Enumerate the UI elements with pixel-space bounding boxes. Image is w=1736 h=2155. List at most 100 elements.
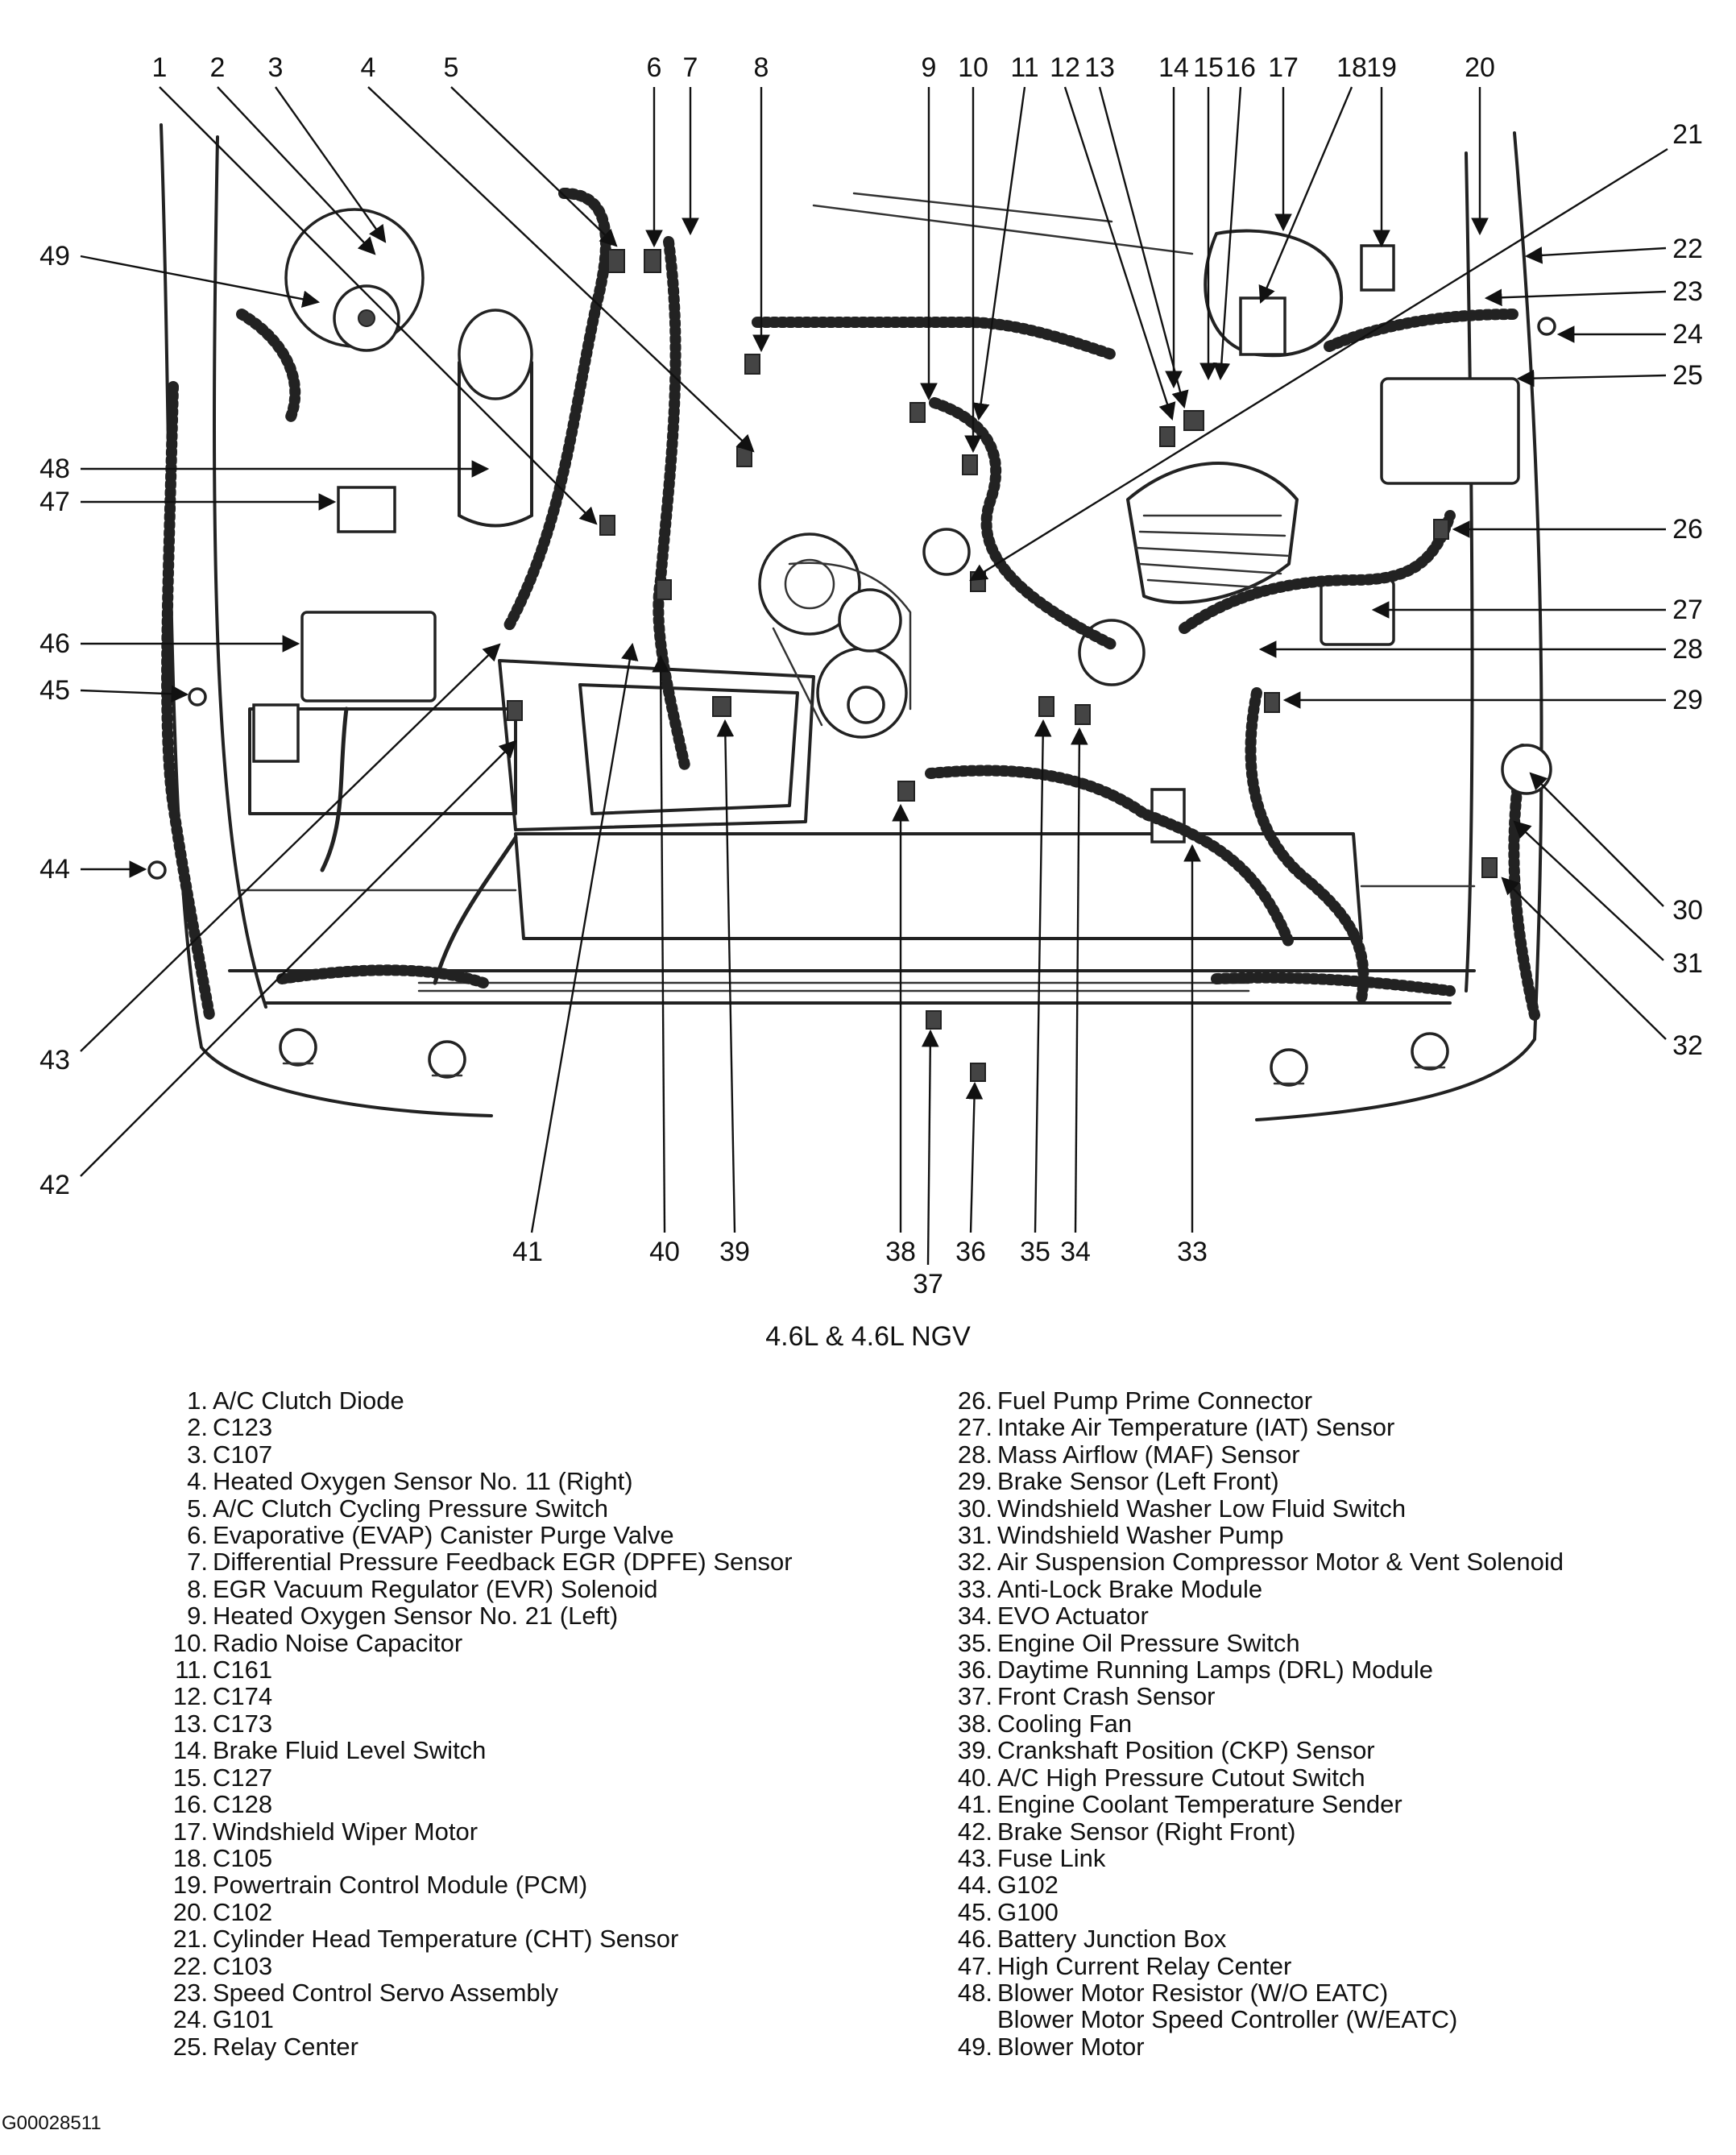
- legend-item-text: Engine Oil Pressure Switch: [997, 1628, 1300, 1657]
- legend-item: 18.C105: [158, 1845, 793, 1872]
- legend-item-number: 21.: [172, 1925, 208, 1954]
- legend-item-number: 6.: [187, 1521, 208, 1550]
- callout-5: 5: [444, 52, 459, 83]
- legend-item-text: Windshield Washer Pump: [997, 1521, 1284, 1550]
- legend-item: 15.C127: [158, 1763, 793, 1792]
- legend-item-text: C103: [213, 1951, 273, 1980]
- legend-item-number: 10.: [172, 1628, 208, 1657]
- legend-item-number: 2.: [187, 1413, 208, 1442]
- callout-32: 32: [1672, 1030, 1703, 1061]
- legend-item-text: C174: [213, 1682, 273, 1711]
- callout-35: 35: [1020, 1237, 1050, 1267]
- legend-item: 20.C102: [158, 1897, 793, 1926]
- callout-16: 16: [1225, 52, 1256, 83]
- legend-item: 28.Mass Airflow (MAF) Sensor: [943, 1440, 1564, 1469]
- legend-item-number: 16.: [172, 1790, 208, 1819]
- legend-item-number: 22.: [172, 1951, 208, 1980]
- legend-item-number: 4.: [187, 1467, 208, 1496]
- legend-item: 39.Crankshaft Position (CKP) Sensor: [943, 1736, 1564, 1765]
- legend-item: 26.Fuel Pump Prime Connector: [943, 1387, 1564, 1415]
- legend-item-text: EGR Vacuum Regulator (EVR) Solenoid: [213, 1574, 658, 1603]
- legend-item: 44.G102: [943, 1871, 1564, 1899]
- legend-item-text: Windshield Washer Low Fluid Switch: [997, 1494, 1407, 1523]
- callout-10: 10: [958, 52, 988, 83]
- legend-item-number: 42.: [957, 1817, 992, 1846]
- legend-item-text: Blower Motor Resistor (W/O EATC): [997, 1978, 1389, 2007]
- legend-item-number: 45.: [957, 1897, 992, 1926]
- legend-item-text: Intake Air Temperature (IAT) Sensor: [997, 1413, 1395, 1442]
- legend-item-text: Daytime Running Lamps (DRL) Module: [997, 1656, 1434, 1685]
- legend-item-number: 41.: [957, 1790, 992, 1819]
- callout-42: 42: [39, 1170, 70, 1200]
- legend-item: 31.Windshield Washer Pump: [943, 1521, 1564, 1550]
- legend-item: 14.Brake Fluid Level Switch: [158, 1736, 793, 1765]
- legend-item-text: Cooling Fan: [997, 1709, 1133, 1738]
- callout-20: 20: [1465, 52, 1495, 83]
- legend-item: 24.G101: [158, 2006, 793, 2033]
- legend-item-text: Battery Junction Box: [997, 1925, 1227, 1954]
- legend-item-number: 1.: [187, 1386, 208, 1415]
- legend-item: 13.C173: [158, 1709, 793, 1738]
- callout-37: 37: [913, 1269, 943, 1299]
- legend-item: 16.C128: [158, 1790, 793, 1819]
- legend-item-number: 27.: [957, 1413, 992, 1442]
- callout-25: 25: [1672, 360, 1703, 391]
- legend-item-number: 34.: [957, 1602, 992, 1631]
- legend-item-number: 9.: [187, 1602, 208, 1631]
- legend-item-text: Crankshaft Position (CKP) Sensor: [997, 1736, 1375, 1765]
- legend-item: 10.Radio Noise Capacitor: [158, 1628, 793, 1657]
- legend-item-number: 25.: [172, 2032, 208, 2061]
- legend-item-text: C102: [213, 1897, 273, 1926]
- callout-17: 17: [1268, 52, 1299, 83]
- legend-item: 22.C103: [158, 1951, 793, 1980]
- legend-item-number: 38.: [957, 1709, 992, 1738]
- legend-item: 38.Cooling Fan: [943, 1709, 1564, 1738]
- engine-compartment-diagram: 1 2 3 4 5 6 7 8 9 10 11 12 13 14 15 16 1…: [39, 52, 1703, 1299]
- legend-item-text: Blower Motor Speed Controller (W/EATC): [997, 2005, 1458, 2034]
- legend-item: 9.Heated Oxygen Sensor No. 21 (Left): [158, 1602, 793, 1631]
- legend-item: 45.G100: [943, 1897, 1564, 1926]
- callout-31: 31: [1672, 948, 1703, 979]
- legend-item-number: 31.: [957, 1521, 992, 1550]
- callout-24: 24: [1672, 319, 1703, 350]
- legend-item-text: C173: [213, 1709, 273, 1738]
- legend-item-number: 19.: [172, 1871, 208, 1900]
- callout-49: 49: [39, 241, 70, 271]
- legend-item-number: 17.: [172, 1817, 208, 1846]
- callout-18: 18: [1336, 52, 1367, 83]
- legend-item: 25.Relay Center: [158, 2033, 793, 2060]
- legend-item: 12.C174: [158, 1682, 793, 1711]
- legend-item-number: 12.: [172, 1682, 208, 1711]
- legend-item-number: 14.: [172, 1736, 208, 1765]
- legend-item: 41.Engine Coolant Temperature Sender: [943, 1790, 1564, 1819]
- legend-item-number: 40.: [957, 1763, 992, 1792]
- legend-item: 33.Anti-Lock Brake Module: [943, 1574, 1564, 1603]
- legend-item: 48.Blower Motor Resistor (W/O EATC): [943, 1978, 1564, 2007]
- legend-item-text: C127: [213, 1763, 273, 1792]
- callout-30: 30: [1672, 895, 1703, 926]
- callout-26: 26: [1672, 514, 1703, 545]
- legend-item-number: 47.: [957, 1951, 992, 1980]
- legend-item-text: Relay Center: [213, 2032, 358, 2061]
- callout-36: 36: [955, 1237, 986, 1267]
- legend-item-number: 13.: [172, 1709, 208, 1738]
- legend-item-text: Differential Pressure Feedback EGR (DPFE…: [213, 1548, 793, 1577]
- legend-item-text: Brake Fluid Level Switch: [213, 1736, 487, 1765]
- legend-item-number: 29.: [957, 1467, 992, 1496]
- callout-46: 46: [39, 628, 70, 659]
- legend-item-text: Mass Airflow (MAF) Sensor: [997, 1440, 1300, 1469]
- legend-item: 4.Heated Oxygen Sensor No. 11 (Right): [158, 1467, 793, 1496]
- legend-item-text: Air Suspension Compressor Motor & Vent S…: [997, 1548, 1564, 1577]
- legend-item: 3.C107: [158, 1440, 793, 1468]
- legend-item-number: 11.: [175, 1656, 208, 1685]
- legend-item-number: 33.: [957, 1574, 992, 1603]
- legend-item: 29.Brake Sensor (Left Front): [943, 1467, 1564, 1496]
- callout-4: 4: [361, 52, 376, 83]
- legend-item: 5.A/C Clutch Cycling Pressure Switch: [158, 1494, 793, 1522]
- callout-21: 21: [1672, 119, 1703, 150]
- legend-item-text: Heated Oxygen Sensor No. 11 (Right): [213, 1467, 633, 1496]
- callout-19: 19: [1366, 52, 1397, 83]
- legend-item-number: 24.: [172, 2005, 208, 2034]
- callout-22: 22: [1672, 234, 1703, 264]
- callout-15: 15: [1193, 52, 1224, 83]
